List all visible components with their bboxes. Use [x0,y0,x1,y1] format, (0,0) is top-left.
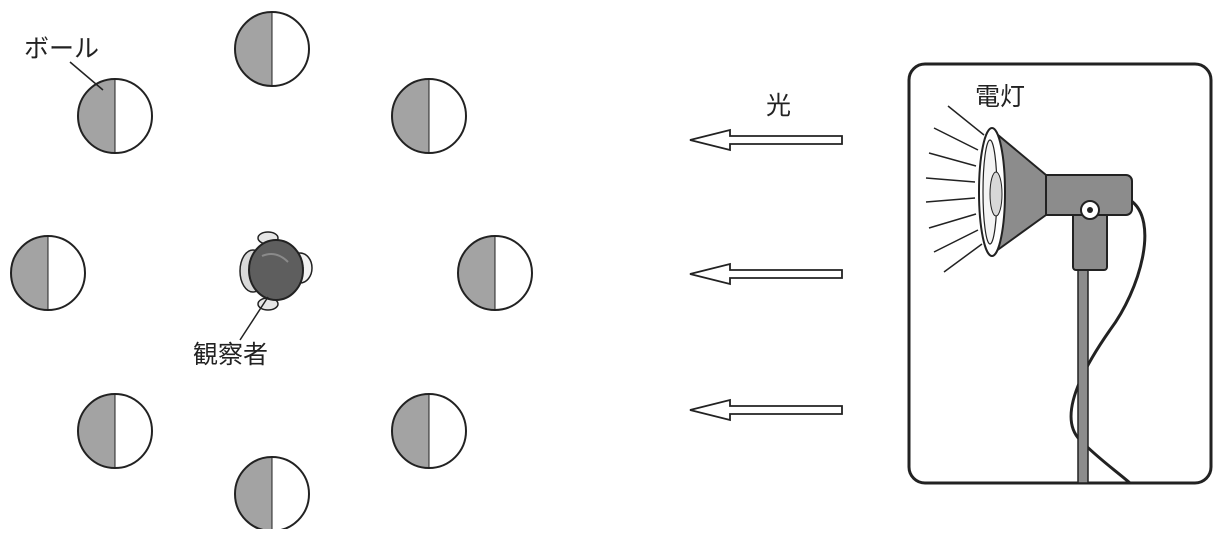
ball-label-leader [70,62,103,90]
ball-bottom [235,457,309,529]
ball-right [458,236,532,310]
light-arrow-middle [690,264,842,284]
ball-upper-right [392,79,466,153]
light-label: 光 [766,93,791,118]
ball-lower-left [78,394,152,468]
lamp-pole [1078,262,1088,483]
observer-figure [240,232,312,310]
observer-label: 観察者 [193,342,268,367]
lamp-label: 電灯 [975,84,1025,109]
ball-lower-right [392,394,466,468]
ball-upper-left [78,79,152,153]
light-arrow-lower [690,400,842,420]
observer-label-leader [240,297,268,340]
ball-left [11,236,85,310]
light-arrow-upper [690,130,842,150]
lamp-panel [909,64,1211,483]
ball-label: ボール [24,36,99,61]
ball-top [235,12,309,86]
